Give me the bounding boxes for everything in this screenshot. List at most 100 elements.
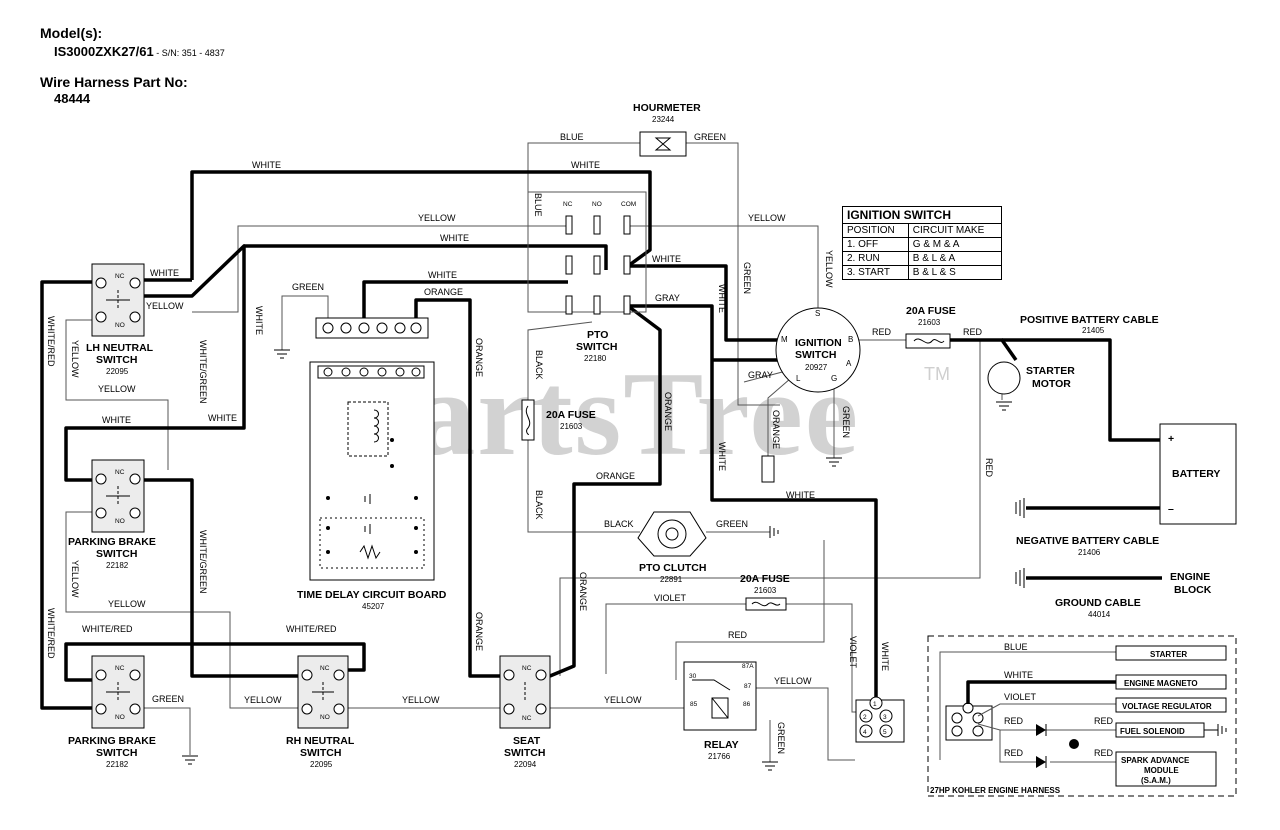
ignition-row-pos: 1. OFF — [842, 237, 909, 252]
pb1-label2: SWITCH — [96, 548, 137, 560]
parking-brake-switch-2: NC NO PARKING BRAKE SWITCH 22182 — [68, 655, 156, 769]
wl-white-4: WHITE — [428, 270, 457, 280]
wl-whitered-2: WHITE/RED — [286, 624, 337, 634]
wl-white-5: WHITE — [652, 254, 681, 264]
board-connector-inner — [323, 367, 421, 377]
parking-brake-switch-1: NC NO PARKING BRAKE SWITCH 22182 — [68, 459, 156, 570]
wl-white-6: WHITE — [150, 268, 179, 278]
fuse-low: 20A FUSE 21603 — [740, 573, 790, 611]
harness-sam2: MODULE — [1144, 766, 1179, 775]
engine-block-label2: BLOCK — [1174, 584, 1212, 596]
wl-black-v2: BLACK — [534, 490, 544, 520]
rh-neutral-switch: NC NO RH NEUTRAL SWITCH 22095 — [286, 655, 355, 769]
pto-clutch-part: 22891 — [660, 575, 683, 584]
wl-whitegreen-v1: WHITE/GREEN — [198, 340, 208, 404]
wl-orange-1: ORANGE — [424, 287, 463, 297]
wl-whitered-1: WHITE/RED — [82, 624, 133, 634]
board-connector-top — [322, 322, 422, 334]
wl-green-3: GREEN — [152, 694, 184, 704]
wl-white-2: WHITE — [571, 160, 600, 170]
pto-clutch: PTO CLUTCH 22891 — [637, 511, 779, 584]
wl-yellow-8: YELLOW — [402, 695, 440, 705]
wl-white-v3: WHITE — [717, 442, 727, 471]
wl-yellow-v3: YELLOW — [70, 560, 80, 598]
fuse-top-part: 21603 — [918, 318, 941, 327]
wl-whitered-v1: WHITE/RED — [46, 316, 56, 367]
wl-whitered-v2: WHITE/RED — [46, 608, 56, 659]
harness-starter: STARTER — [1150, 650, 1187, 659]
pin-4: 4 — [863, 729, 867, 736]
harness-magneto: ENGINE MAGNETO — [1124, 679, 1198, 688]
ignition-b: B — [848, 335, 853, 344]
battery-minus: – — [1168, 503, 1174, 515]
harness-regulator: VOLTAGE REGULATOR — [1122, 702, 1212, 711]
seat-nc: NC — [522, 665, 532, 672]
ground-cable: GROUND CABLE 44014 ENGINE BLOCK — [1015, 568, 1212, 619]
engine-block-label: ENGINE — [1170, 571, 1210, 583]
wl-green-v2: GREEN — [841, 406, 851, 438]
positive-battery-cable: POSITIVE BATTERY CABLE 21405 — [1020, 314, 1159, 335]
seat-label: SEAT — [513, 735, 541, 747]
fuse-top-label: 20A FUSE — [906, 305, 956, 317]
wl-white-9: WHITE — [786, 490, 815, 500]
ignition-table-col2: CIRCUIT MAKE — [907, 223, 1003, 238]
fuse-mid-part: 21603 — [560, 422, 583, 431]
wl-red-3: RED — [728, 630, 748, 640]
relay-30: 30 — [689, 673, 697, 680]
lh-neutral-switch: NC NO LH NEUTRAL SWITCH 22095 — [86, 263, 154, 376]
relay-87a: 87A — [742, 663, 754, 670]
harness-title: 27HP KOHLER ENGINE HARNESS — [930, 786, 1061, 795]
relay-part: 21766 — [708, 752, 731, 761]
wl-yellow-9: YELLOW — [604, 695, 642, 705]
hourmeter-part: 23244 — [652, 115, 675, 124]
relay-86: 86 — [743, 701, 751, 708]
seat-switch: NC NC SEAT SWITCH 22094 — [499, 655, 551, 769]
h-wire-red3: RED — [1004, 748, 1024, 758]
battery-plus: + — [1168, 433, 1174, 445]
relay-87: 87 — [744, 683, 752, 690]
wl-blue-hm: BLUE — [560, 132, 584, 142]
pto-clutch-label: PTO CLUTCH — [639, 562, 706, 574]
ignition-part: 20927 — [805, 363, 828, 372]
lh-nc: NC — [115, 273, 125, 280]
time-delay-part: 45207 — [362, 602, 385, 611]
pin-2: 2 — [863, 714, 867, 721]
wl-white-v2: WHITE — [254, 306, 264, 335]
trademark: TM — [924, 364, 950, 384]
pto-switch-label2: SWITCH — [576, 341, 617, 353]
fuse-mid-label: 20A FUSE — [546, 409, 596, 421]
ignition-switch-table: IGNITION SWITCH POSITION CIRCUIT MAKE 1.… — [842, 206, 1003, 280]
pin-5: 5 — [883, 729, 887, 736]
h-wire-red2: RED — [1094, 716, 1114, 726]
wl-green-v1: GREEN — [742, 262, 752, 294]
wl-blue-v: BLUE — [533, 193, 543, 217]
starter-motor: STARTER MOTOR — [987, 361, 1075, 411]
h-wire-red4: RED — [1094, 748, 1114, 758]
thick-wires — [40, 170, 1162, 710]
wl-white-7: WHITE — [102, 415, 131, 425]
ground-symbol-pb — [182, 755, 198, 765]
seat-label2: SWITCH — [504, 747, 545, 759]
wl-black-1: BLACK — [604, 519, 634, 529]
harness-sam1: SPARK ADVANCE — [1121, 756, 1190, 765]
wl-yellow-6: YELLOW — [774, 676, 812, 686]
wl-orange-v1: ORANGE — [474, 338, 484, 377]
rh-neutral-label2: SWITCH — [300, 747, 341, 759]
wl-red-v1: RED — [984, 458, 994, 478]
pto-no: NO — [592, 201, 602, 208]
model-number: IS3000ZXK27/61 — [54, 44, 154, 60]
ground-symbol-board — [274, 349, 290, 359]
serial-number: - S/N: 351 - 4837 — [153, 48, 225, 59]
wl-violet-1: VIOLET — [654, 593, 687, 603]
relay-label: RELAY — [704, 739, 739, 751]
rh-neutral-part: 22095 — [310, 760, 333, 769]
wl-red-1: RED — [872, 327, 892, 337]
wl-yellow-2: YELLOW — [748, 213, 786, 223]
starter-label: STARTER — [1026, 365, 1075, 377]
harness-label: Wire Harness Part No: — [40, 73, 188, 90]
relay: 30 87A 87 85 86 RELAY 21766 — [683, 661, 778, 771]
ignition-row-pos: 3. START — [842, 265, 909, 280]
h-wire-red1: RED — [1004, 716, 1024, 726]
harness-number: 48444 — [54, 91, 91, 107]
